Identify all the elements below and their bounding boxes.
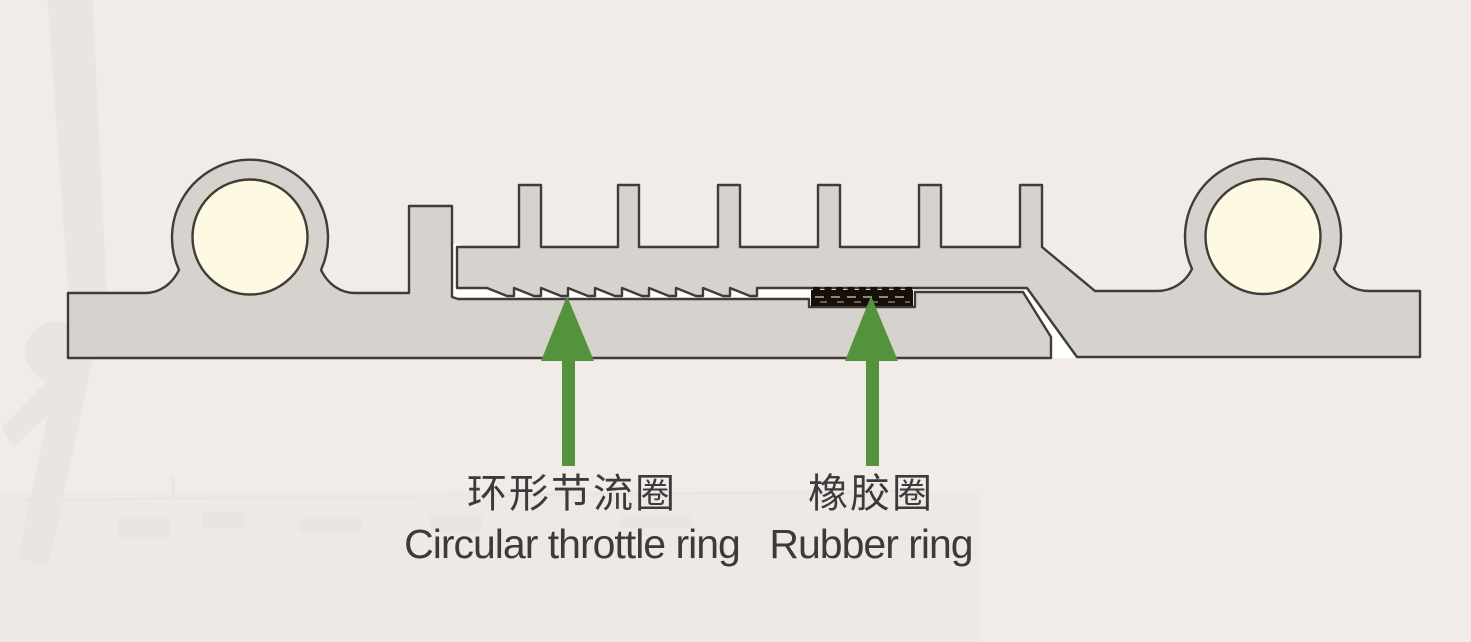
throttle-ring-label: 环形节流圈 Circular throttle ring [404,470,741,567]
lower-base-body [66,158,1053,360]
rubber-ring-label-en: Rubber ring [769,521,973,567]
pin-hole-left [191,178,309,296]
rubber-ring-body [811,290,913,306]
background-watermark-image [0,0,980,642]
rubber-ring-label: 橡胶圈 Rubber ring [769,470,973,567]
channel-left-gap [450,244,460,292]
throttle-ring-label-zh: 环形节流圈 [466,472,677,516]
pin-hole-right [1204,177,1322,296]
rubber-ring-part [811,287,913,306]
upper-finned-body [455,157,1422,359]
throttle-ring-arrow [541,296,594,466]
throttle-ring-label-en: Circular throttle ring [404,521,741,567]
rubber-ring-label-zh: 橡胶圈 [807,472,934,516]
rubber-ring-teeth [813,287,912,293]
rubber-ring-arrow [845,296,898,466]
